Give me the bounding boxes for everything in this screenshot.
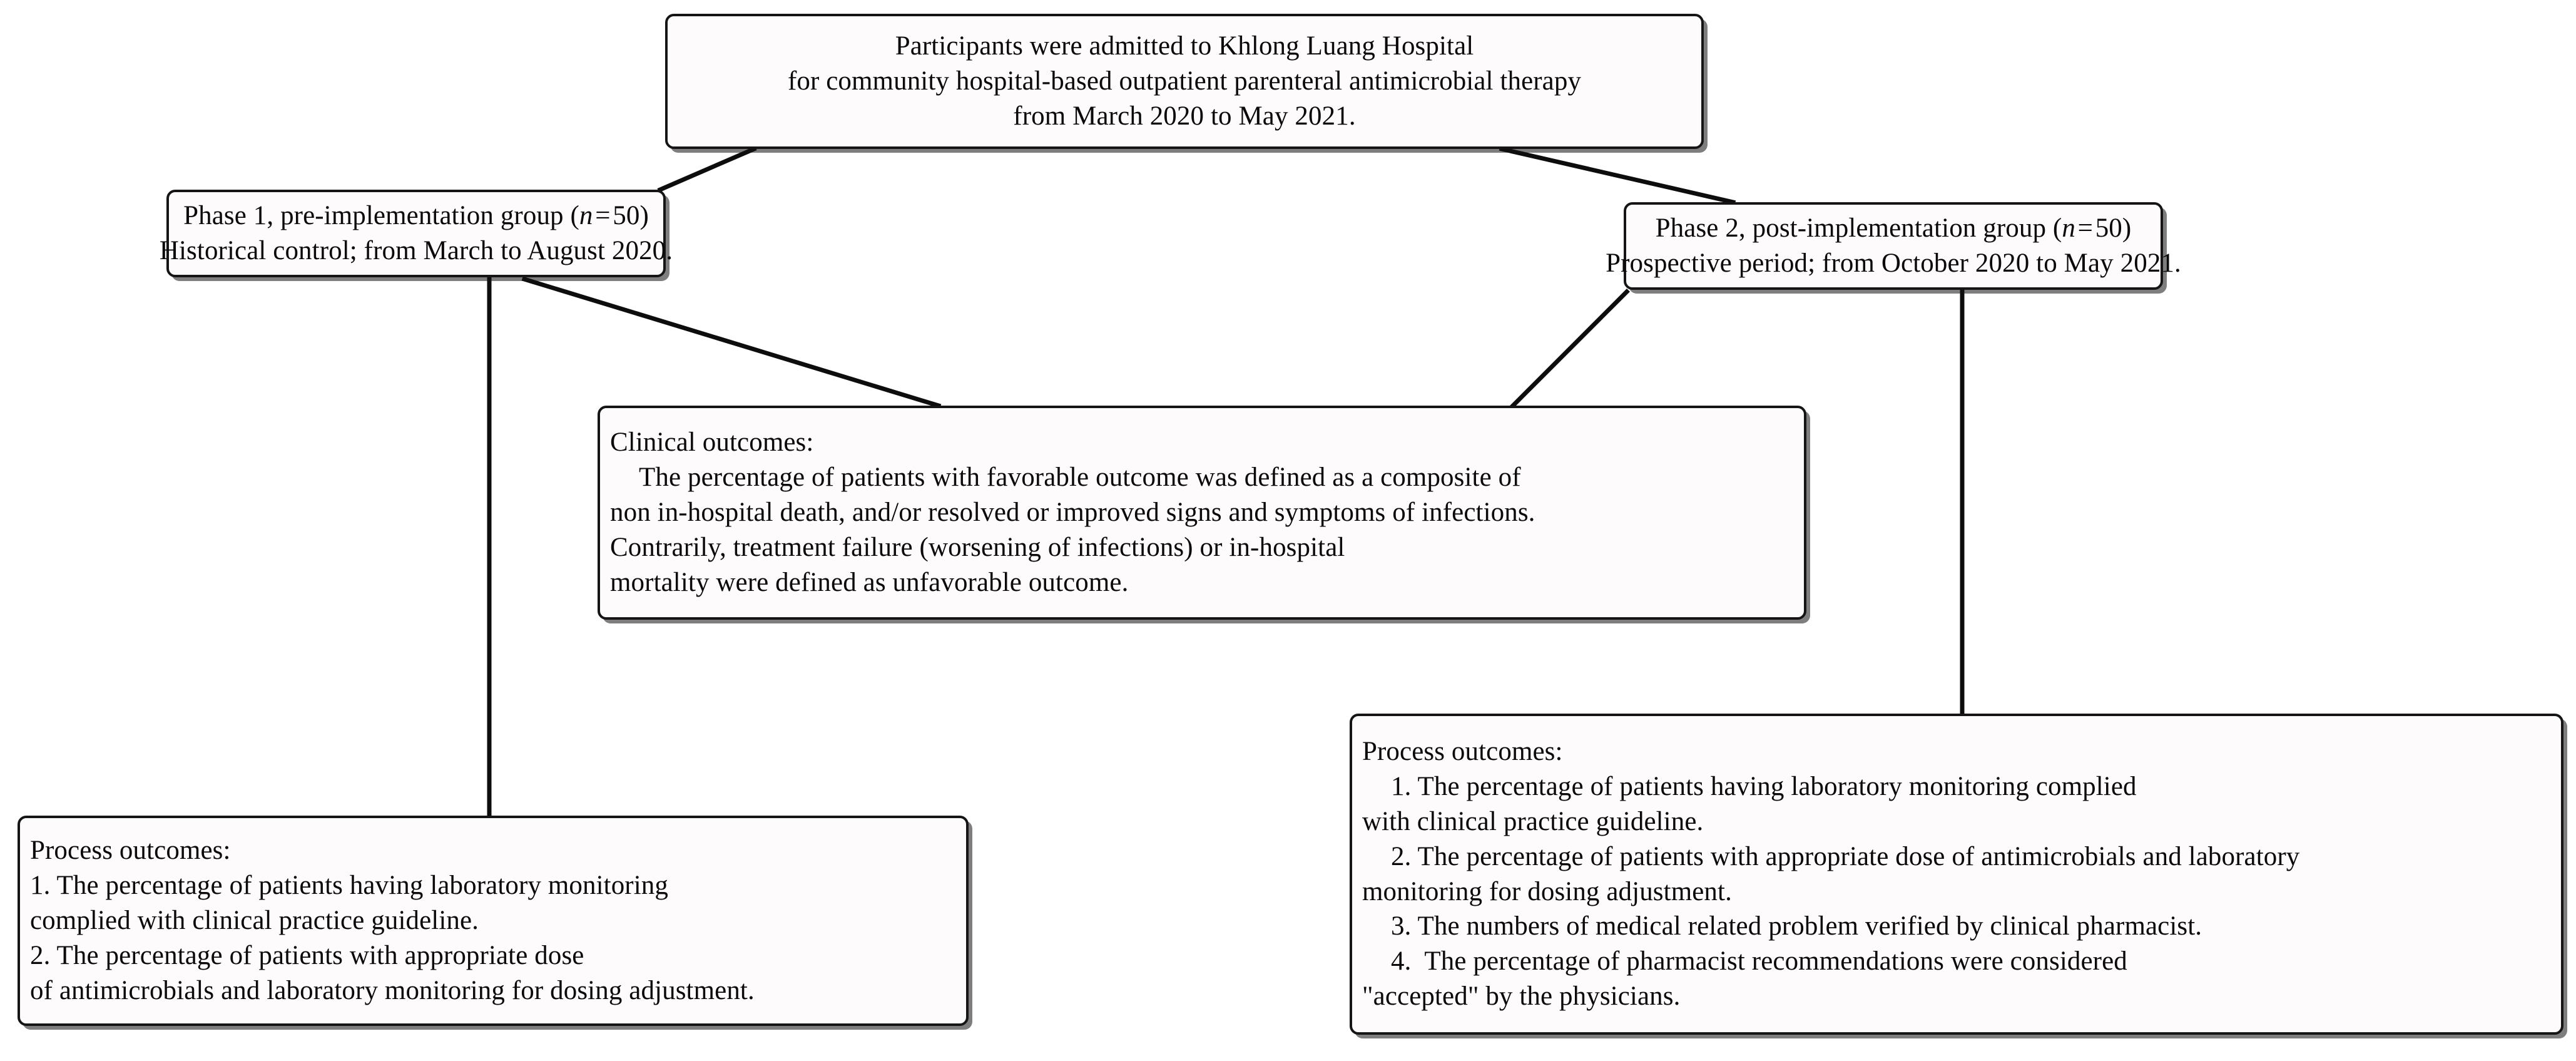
process-left-heading: Process outcomes:: [30, 836, 231, 866]
clinical-outcomes-line-4: Contrarily, treatment failure (worsening…: [610, 532, 1345, 562]
edge-admission-to-phase2: [1499, 146, 1736, 205]
process-right-line-6: 3. The numbers of medical related proble…: [1391, 911, 2202, 941]
edge-admission-to-phase1: [657, 146, 757, 193]
phase-1-line-2: Historical control; from March to August…: [159, 236, 673, 265]
phase-2-box: Phase 2, post-implementation group (n = …: [1606, 202, 2181, 290]
process-right-line-3: with clinical practice guideline.: [1362, 806, 1704, 836]
edge-phase2-to-clinical: [1510, 289, 1630, 409]
admission-line-1: Participants were admitted to Khlong Lua…: [895, 31, 1474, 61]
edge-phase1-to-clinical: [521, 276, 942, 409]
phase-1-line-1: Phase 1, pre-implementation group (n = 5…: [183, 201, 649, 231]
process-left-line-5: of antimicrobials and laboratory monitor…: [30, 975, 755, 1005]
process-outcomes-right-box: Process outcomes: 1. The percentage of p…: [1350, 714, 2563, 1035]
process-right-line-7: 4. The percentage of pharmacist recommen…: [1391, 946, 2127, 976]
clinical-outcomes-heading: Clinical outcomes:: [610, 428, 814, 458]
process-left-line-3: complied with clinical practice guidelin…: [30, 906, 479, 936]
admission-line-3: from March 2020 to May 2021.: [1013, 101, 1356, 131]
clinical-outcomes-line-3: non in-hospital death, and/or resolved o…: [610, 498, 1535, 528]
process-outcomes-left-box: Process outcomes: 1. The percentage of p…: [18, 816, 969, 1026]
phase-1-box: Phase 1, pre-implementation group (n = 5…: [160, 190, 673, 277]
admission-line-2: for community hospital-based outpatient …: [787, 66, 1582, 96]
clinical-outcomes-line-2: The percentage of patients with favorabl…: [639, 463, 1521, 493]
process-right-line-8: "accepted" by the physicians.: [1362, 982, 1681, 1012]
process-right-line-4: 2. The percentage of patients with appro…: [1391, 841, 2300, 871]
process-right-heading: Process outcomes:: [1362, 736, 1563, 766]
process-right-line-5: monitoring for dosing adjustment.: [1362, 876, 1732, 906]
process-left-line-4: 2. The percentage of patients with appro…: [30, 940, 584, 970]
phase-2-line-1: Phase 2, post-implementation group (n = …: [1655, 213, 2132, 243]
clinical-outcomes-box: Clinical outcomes: The percentage of pat…: [598, 406, 1806, 620]
process-right-line-2: 1. The percentage of patients having lab…: [1391, 771, 2137, 801]
clinical-outcomes-line-5: mortality were defined as unfavorable ou…: [610, 567, 1129, 597]
process-left-line-2: 1. The percentage of patients having lab…: [30, 871, 668, 901]
admission-box: Participants were admitted to Khlong Lua…: [665, 14, 1704, 149]
phase-2-line-2: Prospective period; from October 2020 to…: [1606, 249, 2181, 278]
